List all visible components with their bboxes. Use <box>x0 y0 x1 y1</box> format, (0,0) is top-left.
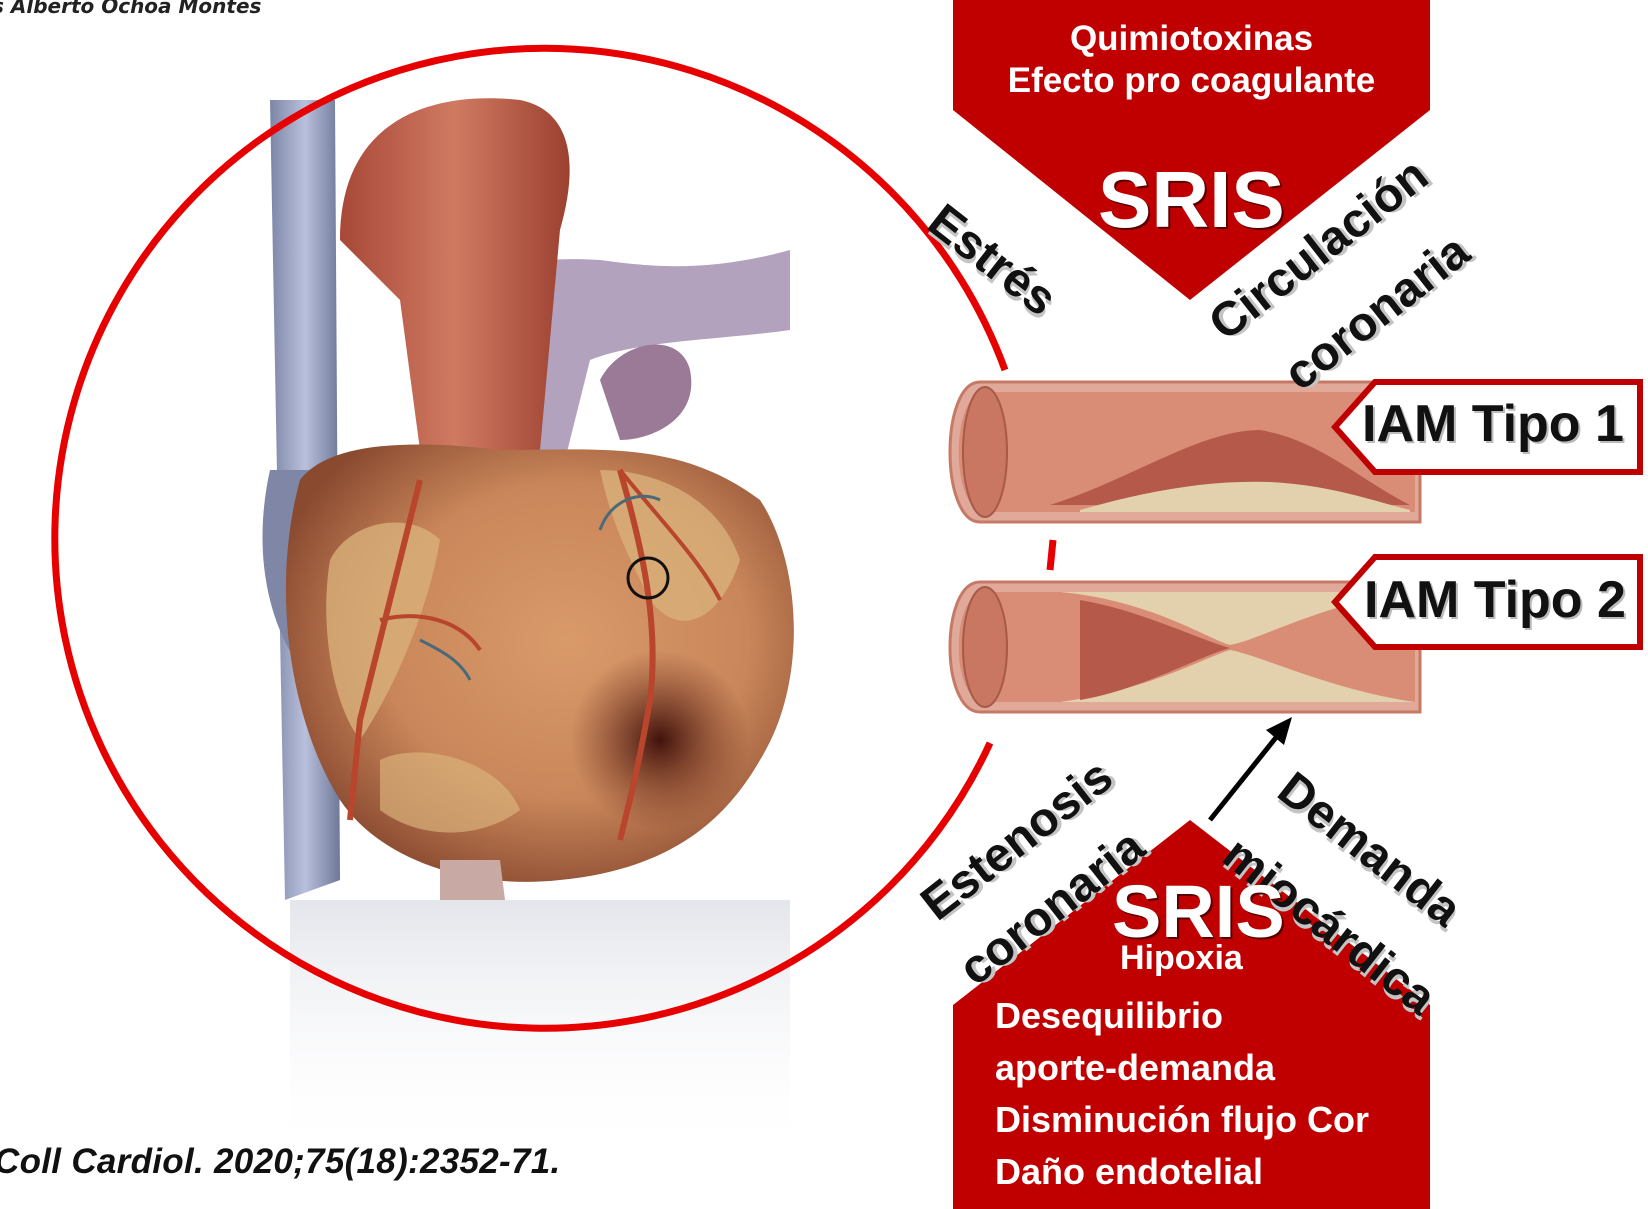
bottom-box-lines: Desequilibrio aporte-demanda Disminución… <box>995 990 1369 1198</box>
top-line-2: Efecto pro coagulante <box>953 60 1430 102</box>
bottom-line-hipoxia: Hipoxia <box>1120 938 1243 978</box>
citation: Coll Cardiol. 2020;75(18):2352-71. <box>0 1142 561 1182</box>
tag-tipo2-label: IAM Tipo 2 <box>1364 570 1626 630</box>
top-sris-title: SRIS <box>1098 160 1285 240</box>
tag-tipo1-label: IAM Tipo 1 <box>1362 394 1624 454</box>
bottom-line-2: Desequilibrio <box>995 990 1369 1042</box>
top-line-1: Quimiotoxinas <box>953 18 1430 60</box>
red-circle-dash <box>1050 540 1053 570</box>
atrial-appendage <box>600 345 691 440</box>
bottom-line-3: aporte-demanda <box>995 1042 1369 1094</box>
top-box-text: Quimiotoxinas Efecto pro coagulante <box>953 18 1430 102</box>
vessel-tipo1 <box>950 382 1420 522</box>
aorta <box>340 98 570 450</box>
bottom-line-4: Disminución flujo Cor <box>995 1094 1369 1146</box>
bottom-line-5: Daño endotelial <box>995 1146 1369 1198</box>
arrow-head <box>1266 717 1292 745</box>
